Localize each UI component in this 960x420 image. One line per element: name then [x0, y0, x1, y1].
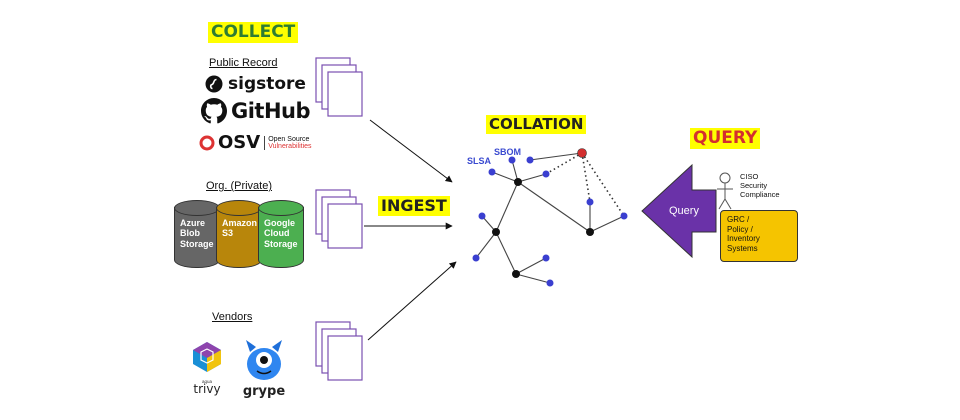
- osv-subtitle: Open Source Vulnerabilities: [264, 135, 312, 150]
- vendors-label: Vendors: [212, 311, 253, 323]
- roles-list: CISO Security Compliance: [740, 172, 780, 199]
- ingest-arrow-bottom: [367, 261, 457, 341]
- grype-text: grype: [242, 384, 286, 399]
- amazon-s3-label: Amazon S3: [222, 218, 258, 239]
- cylinder-body: [258, 207, 304, 268]
- amazon-s3-cylinder: Amazon S3: [216, 200, 262, 268]
- org-private-label: Org. (Private): [206, 180, 273, 192]
- ingest-arrow-top: [369, 119, 453, 183]
- cylinder-top: [216, 200, 262, 216]
- sigstore-icon: [205, 75, 223, 93]
- graph-node: [526, 156, 534, 164]
- system-line: Systems: [727, 243, 758, 253]
- github-text: GitHub: [231, 99, 311, 123]
- graph-node: [546, 279, 554, 287]
- slsa-label: SLSA: [467, 156, 492, 166]
- graph-dotted-edges: [545, 152, 625, 217]
- graph-node: [586, 198, 594, 206]
- trivy-text: trivy: [193, 382, 221, 396]
- graph-alert-node: [577, 148, 587, 158]
- google-cloud-storage-label: Google Cloud Storage: [264, 218, 298, 249]
- osv-logo: OSV Open Source Vulnerabilities: [199, 132, 312, 153]
- graph-node: [508, 156, 516, 164]
- system-line: Policy /: [727, 224, 753, 234]
- sbom-label: SBOM: [494, 147, 521, 157]
- trivy-logo: aqua trivy: [190, 340, 226, 400]
- collation-heading: COLLATION: [486, 115, 587, 134]
- role-compliance: Compliance: [740, 190, 780, 199]
- cylinder-top: [258, 200, 304, 216]
- graph-hub-node: [586, 228, 594, 236]
- collect-heading: COLLECT: [208, 22, 299, 43]
- sigstore-logo: sigstore: [205, 74, 306, 94]
- osv-text: OSV: [218, 132, 261, 153]
- graph-nodes: [472, 148, 628, 287]
- graph-hub-node: [512, 270, 520, 278]
- github-logo: GitHub: [201, 98, 311, 124]
- github-icon: [201, 98, 227, 124]
- google-cloud-storage-cylinder: Google Cloud Storage: [258, 200, 304, 268]
- graph-node: [542, 170, 550, 178]
- osv-subtitle-line2: Vulnerabilities: [268, 142, 312, 150]
- cylinder-body: [216, 207, 262, 268]
- azure-blob-storage-label: Azure Blob Storage: [180, 218, 214, 249]
- graph-hub-node: [492, 228, 500, 236]
- graph-edges: [475, 152, 625, 284]
- document-stack-vendors: [315, 321, 363, 381]
- ingest-heading: INGEST: [378, 196, 450, 216]
- query-heading: QUERY: [690, 128, 761, 149]
- trivy-aqua-text: aqua: [201, 379, 212, 384]
- graph-node: [488, 168, 496, 176]
- query-arrow: [641, 163, 717, 259]
- graph-node: [478, 212, 486, 220]
- trivy-icon: [193, 342, 221, 372]
- document-stack-public: [315, 57, 363, 117]
- query-arrow-label: Query: [669, 205, 699, 217]
- azure-blob-storage-cylinder: Azure Blob Storage: [174, 200, 220, 268]
- document-stack-org: [315, 189, 363, 249]
- osv-icon: [199, 135, 215, 150]
- role-security: Security: [740, 181, 768, 190]
- osv-subtitle-line1: Open Source: [268, 135, 310, 143]
- grype-mascot-icon: [246, 340, 282, 380]
- role-ciso: CISO: [740, 172, 759, 181]
- system-line: GRC /: [727, 215, 750, 224]
- sigstore-text: sigstore: [228, 74, 306, 94]
- graph-node: [620, 212, 628, 220]
- grc-systems-box: GRC / Policy / Inventory Systems: [720, 210, 798, 262]
- graph-node: [542, 254, 550, 262]
- person-icon: [717, 172, 733, 210]
- cylinder-top: [174, 200, 220, 216]
- graph-hub-node: [514, 178, 522, 186]
- public-record-label: Public Record: [209, 57, 278, 69]
- system-line: Inventory: [727, 234, 760, 244]
- grype-logo: grype: [242, 338, 288, 400]
- graph-node: [472, 254, 480, 262]
